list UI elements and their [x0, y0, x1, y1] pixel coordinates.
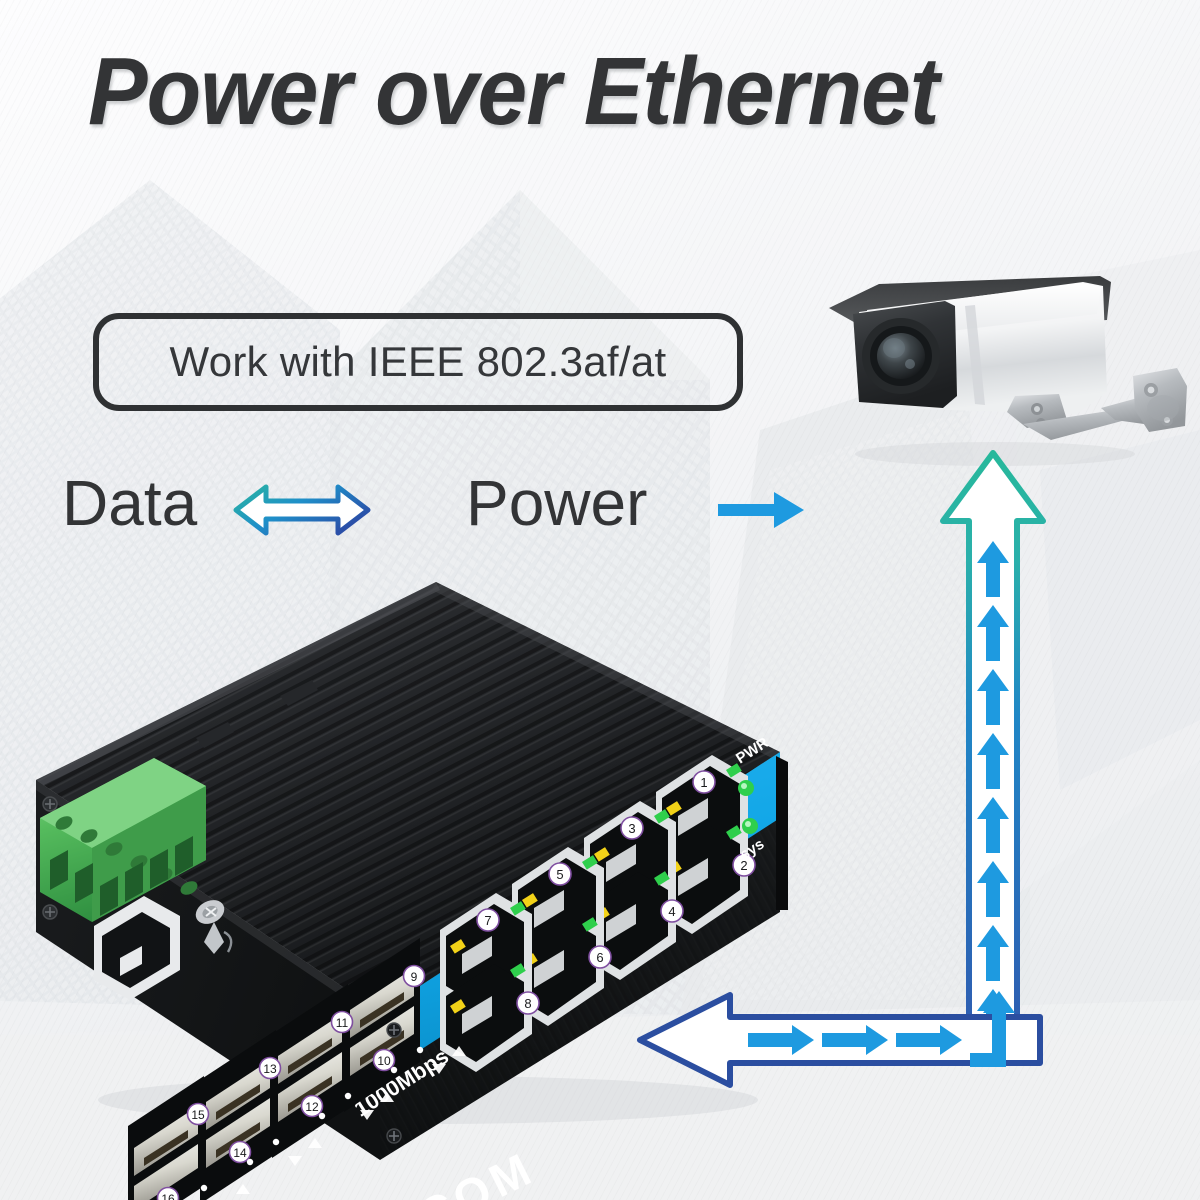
svg-text:11: 11: [336, 1016, 349, 1030]
rj45-port-group: [440, 755, 748, 1072]
svg-text:4: 4: [668, 904, 675, 919]
right-arrow-icon: [718, 492, 804, 528]
svg-text:3: 3: [628, 821, 635, 836]
svg-text:2: 2: [740, 858, 747, 873]
data-flow-left-arrow: [637, 991, 1043, 1088]
svg-text:9: 9: [411, 970, 418, 984]
standards-badge: Work with IEEE 802.3af/at: [93, 313, 743, 411]
svg-text:5: 5: [556, 867, 563, 882]
rj45-port-pair: [656, 755, 748, 934]
sfp-port-numbers: 9 10 11 12 13 14 15 16: [156, 964, 466, 1200]
svg-text:10: 10: [377, 1054, 391, 1068]
brand-logo: OLYCOM: [316, 1141, 543, 1200]
svg-text:1: 1: [700, 775, 707, 790]
svg-text:16: 16: [161, 1192, 175, 1200]
svg-text:14: 14: [233, 1146, 247, 1160]
rj45-port-numbers: 1 2 3 4 5 6 7 8: [476, 770, 756, 1015]
page-title: Power over Ethernet: [88, 38, 940, 145]
svg-text:15: 15: [191, 1108, 205, 1122]
svg-text:12: 12: [305, 1100, 319, 1114]
svg-text:8: 8: [524, 996, 531, 1011]
power-terminal-block: [40, 758, 206, 922]
console-rj45-port: [94, 896, 180, 1000]
industrial-fiber-switch: OLYCOM PWR1 PWR2: [36, 582, 788, 1200]
ground-screw: [195, 900, 233, 954]
data-label: Data: [62, 467, 198, 539]
bidirectional-arrow-icon: [233, 484, 371, 536]
svg-text:7: 7: [484, 913, 491, 928]
svg-text:6: 6: [596, 950, 603, 965]
bullet-ip-camera: [829, 276, 1187, 466]
sfp-port-group: [128, 938, 420, 1200]
power-flow-up-arrow: [940, 450, 1046, 1048]
standards-badge-label: Work with IEEE 802.3af/at: [169, 338, 667, 385]
svg-text:13: 13: [263, 1062, 277, 1076]
power-label: Power: [466, 467, 648, 539]
data-inner-arrows: [748, 991, 1015, 1067]
